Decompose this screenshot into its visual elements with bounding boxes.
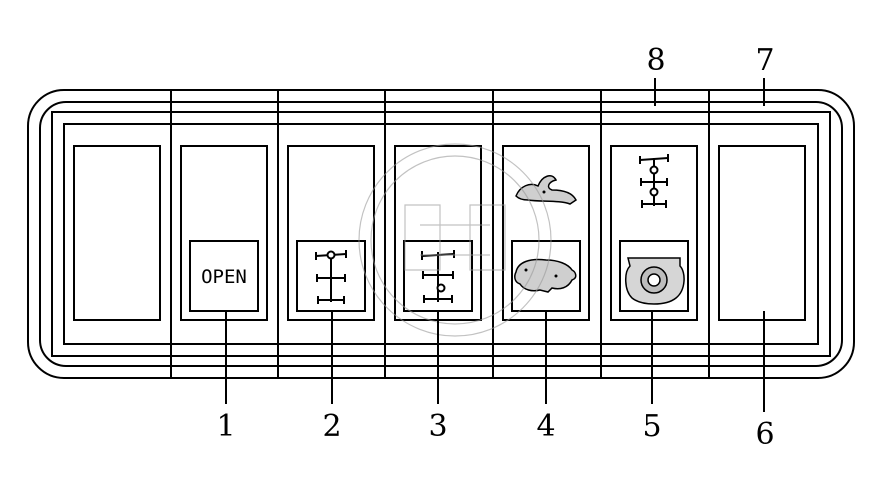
slot-range	[502, 145, 590, 321]
pto-icon	[625, 257, 685, 305]
turtle-icon	[514, 258, 577, 293]
leader-lines	[225, 78, 765, 412]
panel-outer-frame	[27, 89, 855, 379]
slot-blank-right	[718, 145, 806, 321]
axle-lock-icon	[315, 250, 347, 304]
callout-2: 2	[322, 409, 341, 444]
open-legend: OPEN	[201, 266, 247, 288]
slot-pto	[610, 145, 698, 321]
panel-window	[63, 123, 819, 345]
callout-1: 1	[216, 409, 235, 444]
axle-lock-icon	[421, 250, 455, 303]
callout-7: 7	[755, 43, 774, 78]
callout-8: 8	[646, 43, 665, 78]
watermark-logo	[358, 143, 552, 337]
callout-4: 4	[536, 409, 555, 444]
rabbit-icon	[515, 175, 577, 205]
callout-3: 3	[428, 409, 447, 444]
slot-open	[180, 145, 268, 321]
callout-5: 5	[642, 409, 661, 444]
inter-axle-icon	[639, 154, 669, 208]
open-switch-button[interactable]	[189, 240, 259, 312]
panel-bezel	[51, 111, 831, 357]
pto-switch-button[interactable]	[619, 240, 689, 312]
panel-inner-frame	[39, 101, 843, 367]
callout-6: 6	[755, 417, 774, 452]
slot-dividers	[170, 90, 710, 378]
slot-blank-left	[73, 145, 161, 321]
